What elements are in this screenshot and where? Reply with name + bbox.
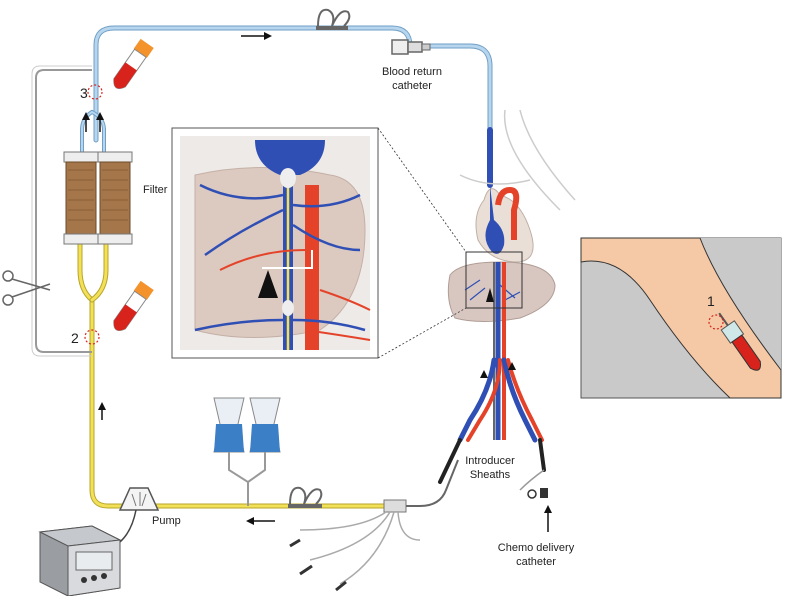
zoom-source-box (465, 251, 523, 309)
chemo-label-line2: catheter (516, 556, 556, 568)
flow-arrow-left (98, 402, 106, 420)
flow-arrow-bottom (246, 517, 275, 525)
bypass-line (35, 69, 92, 353)
blood-return-label-line1: Blood return (382, 66, 442, 78)
flow-arrows-filter-outlet (82, 112, 104, 132)
filter-circuit-tubing (77, 110, 395, 509)
pump-head (118, 487, 160, 511)
zoom-lines (377, 127, 467, 359)
blood-return-connector (391, 39, 431, 55)
filter-label: Filter (143, 184, 168, 196)
saline-bags (213, 397, 281, 506)
liver (447, 261, 556, 440)
pump-console (38, 525, 122, 597)
tube-clamp-top (316, 8, 351, 30)
flow-arrow-top (241, 32, 272, 40)
chemo-label-line1: Chemo delivery (498, 542, 575, 554)
liver-zoom-inset (171, 127, 379, 359)
heart-and-vessels (459, 109, 576, 263)
scissors-icon (2, 270, 51, 306)
sample-point-1-number: 1 (707, 293, 715, 309)
blood-return-tubing (93, 25, 493, 188)
catheter-hub (289, 459, 459, 592)
skin-puncture-inset: 1 (580, 237, 782, 399)
pump-label: Pump (152, 515, 181, 527)
sample-tube-3 (113, 38, 154, 89)
flow-arrows-femoral (480, 362, 516, 378)
sample-point-2-number: 2 (71, 330, 79, 346)
introducer-label-line2: Sheaths (470, 469, 511, 481)
blood-return-label-line2: catheter (392, 80, 432, 92)
femoral-vessels (438, 357, 546, 484)
filter-cartridges (63, 151, 133, 245)
sample-tube-2 (113, 280, 154, 331)
introducer-label-line1: Introducer (465, 455, 515, 467)
chemo-delivery-catheter (519, 469, 552, 532)
sample-point-3-number: 3 (80, 85, 88, 101)
sample-point-2: 2 (71, 329, 100, 346)
tube-clamp-bottom (288, 486, 323, 508)
sample-point-3: 3 (80, 84, 103, 101)
